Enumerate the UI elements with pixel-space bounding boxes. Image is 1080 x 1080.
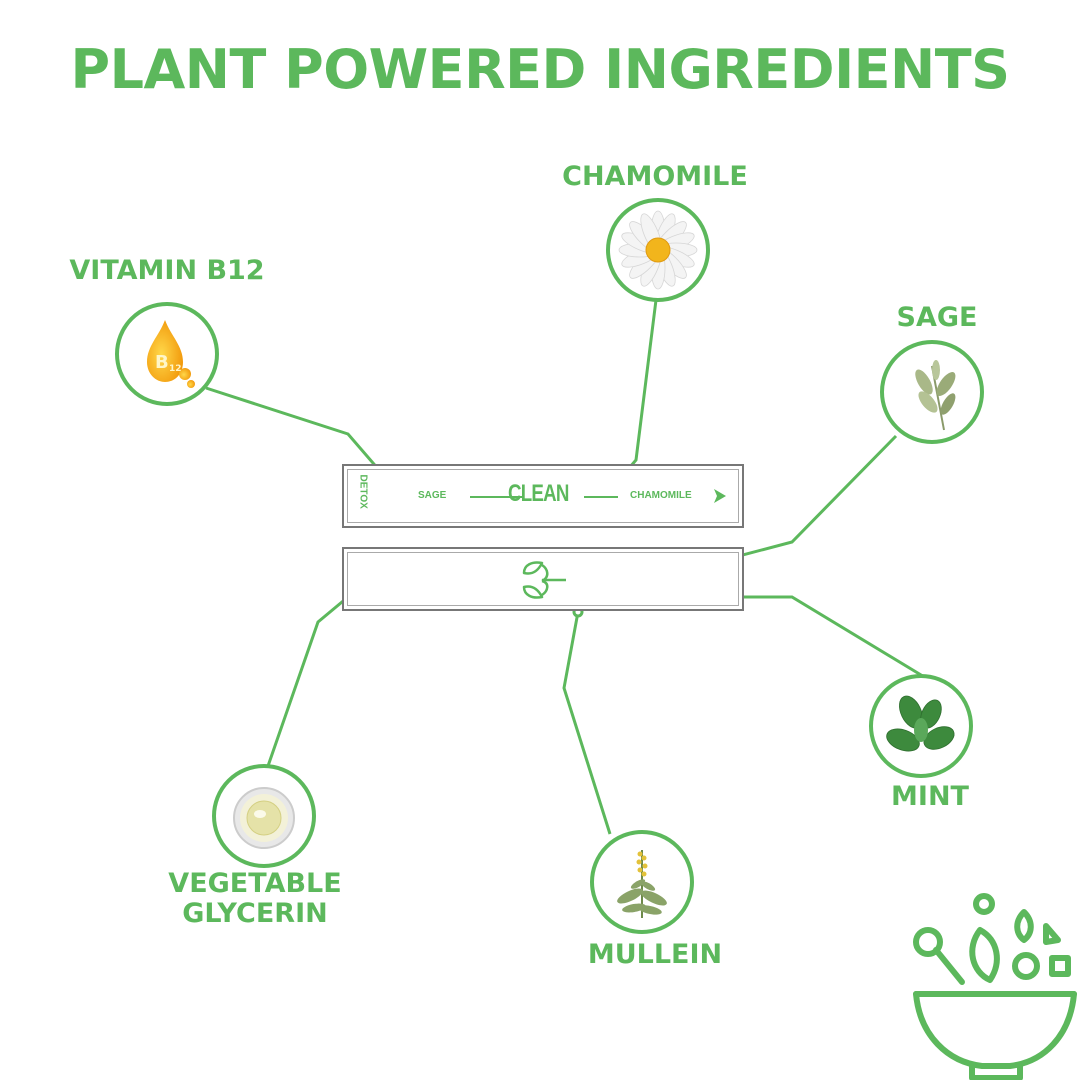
label-vegetable-glycerin-line1: VEGETABLE <box>168 868 342 899</box>
stick-right-label: CHAMOMILE <box>630 490 692 501</box>
stick-divider <box>470 496 524 498</box>
label-vitamin-b12: VITAMIN B12 <box>69 255 265 286</box>
label-sage: SAGE <box>896 302 978 333</box>
label-mullein: MULLEIN <box>587 939 723 970</box>
label-vegetable-glycerin-line2: GLYCERIN <box>182 898 328 929</box>
label-chamomile: CHAMOMILE <box>562 161 748 192</box>
chamomile-flower-icon <box>618 210 698 290</box>
glycerin-dish-icon <box>233 787 295 849</box>
stick-center-label: CLEAN <box>508 480 569 507</box>
lungs-leaf-icon <box>522 561 566 599</box>
stick-side-label: DETOX <box>357 474 369 509</box>
stick-pack-bottom <box>342 547 744 611</box>
sage-circle <box>880 340 984 444</box>
sage-sprig-icon <box>915 360 956 431</box>
connector-mullein <box>562 611 612 835</box>
connector-mint <box>716 595 927 680</box>
stick-pack-top: DETOX SAGE CLEAN CHAMOMILE <box>342 464 744 528</box>
chamomile-circle <box>606 198 710 302</box>
mint-leaf-icon <box>886 695 955 752</box>
mullein-plant-icon <box>617 850 667 918</box>
vegetable-glycerin-circle <box>212 764 316 868</box>
stick-divider <box>584 496 618 498</box>
mint-circle <box>869 674 973 778</box>
svg-text:12: 12 <box>169 364 182 374</box>
vitamin-b12-circle: B 12 <box>115 302 219 406</box>
stick-left-label: SAGE <box>418 490 447 501</box>
svg-text:B: B <box>155 352 169 373</box>
page-title: PLANT POWERED INGREDIENTS <box>70 38 1010 101</box>
salad-bowl-icon <box>913 893 1077 1080</box>
label-mint: MINT <box>891 781 969 812</box>
mullein-circle <box>590 830 694 934</box>
arrow-right-icon <box>714 489 726 503</box>
b12-drop-icon: B 12 <box>147 320 195 388</box>
